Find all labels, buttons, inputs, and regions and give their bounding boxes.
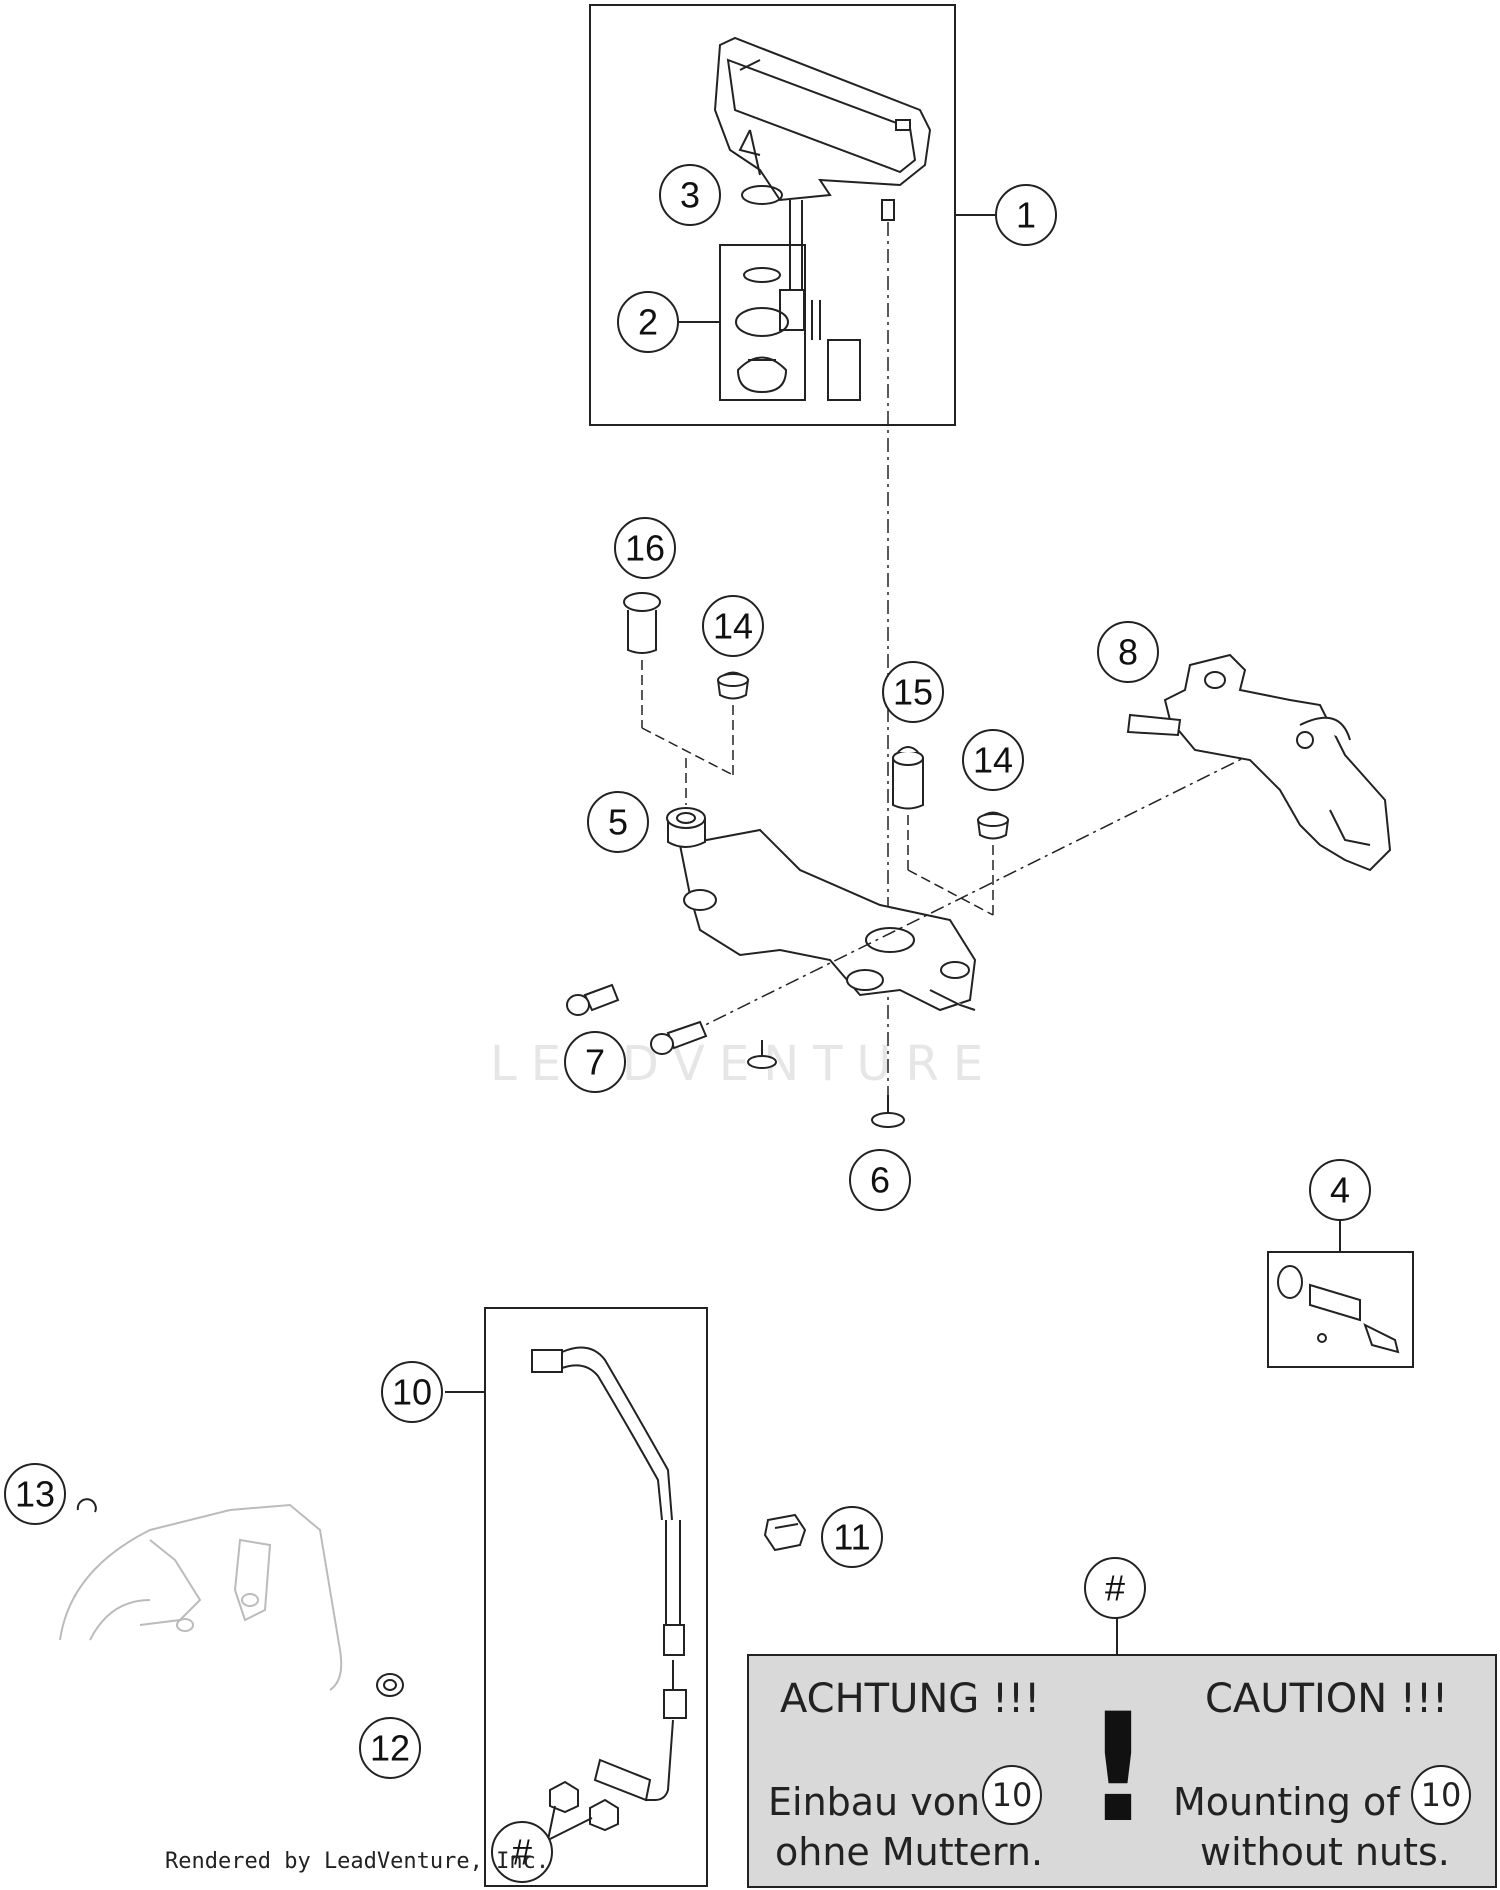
bush-12: [376, 1673, 404, 1697]
cover-outline-sketch: [59, 1503, 343, 1691]
callout-1-label: 1: [1016, 195, 1036, 236]
callout-5: [587, 791, 649, 853]
callout-11: [821, 1506, 883, 1568]
callout-12: [359, 1717, 421, 1779]
bolt-7b: [650, 1020, 708, 1055]
bolt-7a: [566, 983, 620, 1016]
spacer-16: [623, 592, 661, 654]
callout-3-label: 3: [680, 175, 700, 216]
callout-7: [564, 1031, 626, 1093]
note-ref-circle-en: [1411, 1765, 1471, 1825]
axis-line-bracket: [664, 729, 1301, 1046]
screw-small: [747, 1040, 777, 1069]
callout-10: [381, 1361, 443, 1423]
caution-note-panel: [747, 1654, 1497, 1888]
note-title-en: CAUTION !!!: [1205, 1676, 1448, 1722]
note-line2-de: ohne Muttern.: [775, 1830, 1043, 1874]
note-ref-de: 10: [992, 1776, 1033, 1814]
note-ref-circle-de: [982, 1765, 1042, 1825]
note-line2-en: without nuts.: [1200, 1830, 1450, 1874]
wiring-harness: [531, 1346, 687, 1802]
exclamation-mark: !: [1084, 1682, 1152, 1856]
callout-13-label: 13: [15, 1474, 55, 1515]
callout-hash-bottom: [491, 1821, 553, 1883]
callout-hash-bottom-label: #: [512, 1832, 532, 1873]
callout-15-label: 15: [893, 672, 933, 713]
callout-12-label: 12: [370, 1728, 410, 1769]
callout-6-label: 6: [870, 1160, 890, 1201]
note-line1-de: Einbau von: [768, 1780, 980, 1824]
callout-hash-top: [1084, 1557, 1146, 1619]
screw-6: [871, 1095, 905, 1128]
lock-set-parts: [1277, 1265, 1400, 1354]
callout-14b-label: 14: [973, 740, 1013, 781]
bracket-8: [1126, 653, 1392, 872]
leader-hash-bottom: [547, 1805, 593, 1841]
callout-11-label: 11: [833, 1517, 870, 1558]
callout-1: [995, 184, 1057, 246]
spacer-15: [892, 746, 924, 810]
callout-10-label: 10: [392, 1372, 432, 1413]
callout-5-label: 5: [608, 802, 628, 843]
instrument-holder: [678, 828, 977, 1012]
mounting-lines-left: [641, 660, 994, 916]
dashboard-unit: [713, 36, 932, 401]
callout-7-label: 7: [585, 1042, 605, 1083]
note-ref-en: 10: [1421, 1776, 1462, 1814]
callout-hash-top-label: #: [1105, 1568, 1125, 1609]
credit-text: Rendered by LeadVenture, Inc.: [165, 1849, 549, 1874]
circlip-13: [76, 1498, 97, 1513]
callout-3: [659, 164, 721, 226]
callout-8-label: 8: [1118, 632, 1138, 673]
clip-11: [763, 1513, 807, 1552]
callout-13: [4, 1463, 66, 1525]
callout-6: [849, 1149, 911, 1211]
rubber-bush-5: [666, 807, 706, 848]
callout-14a-label: 14: [713, 606, 753, 647]
callout-2-label: 2: [638, 302, 658, 343]
note-line1-en: Mounting of: [1173, 1780, 1401, 1824]
note-title-de: ACHTUNG !!!: [780, 1676, 1040, 1722]
callout-14b: [962, 729, 1024, 791]
harness-nuts: [549, 1780, 619, 1832]
washer-part-3: [741, 185, 783, 205]
callout-8: [1097, 621, 1159, 683]
harness-box: [484, 1307, 708, 1887]
callout-4: [1309, 1159, 1371, 1221]
callout-4-label: 4: [1330, 1170, 1350, 1211]
callout-15: [882, 661, 944, 723]
callout-2: [617, 291, 679, 353]
rubber-bush-14b: [976, 811, 1010, 840]
rubber-bush-14a: [716, 671, 750, 700]
callout-16-label: 16: [625, 528, 665, 569]
callout-14a: [702, 595, 764, 657]
callout-16: [614, 517, 676, 579]
seal-kit-parts: [735, 267, 789, 394]
